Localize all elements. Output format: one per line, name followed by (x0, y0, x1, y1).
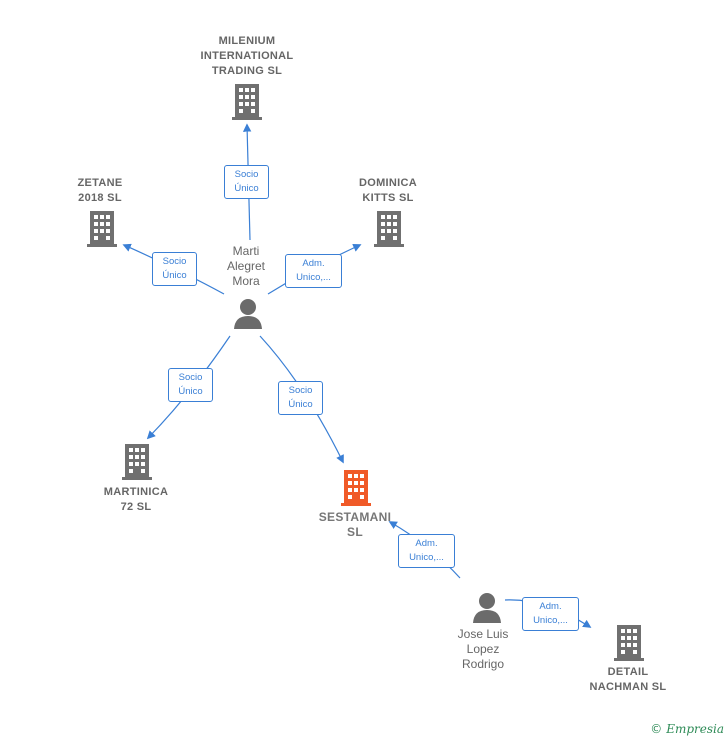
relation-text: Unico,... (533, 615, 568, 626)
person-name-line: Marti (232, 244, 260, 258)
company-label-sestamani[interactable]: SESTAMANI SL (306, 510, 404, 540)
person-name-line: Rodrigo (461, 657, 505, 671)
person-name-line: Alegret (226, 259, 266, 273)
company-name-line: NACHMAN SL (589, 681, 667, 693)
company-label-milenium[interactable]: MILENIUM INTERNATIONAL TRADING SL (195, 34, 299, 79)
relation-text: Socio (288, 385, 313, 396)
relation-label-sestamani-jose[interactable]: Adm. Unico,... (398, 534, 455, 568)
relation-text: Socio (234, 169, 259, 180)
relation-label-milenium[interactable]: Socio Único (224, 165, 269, 199)
person-icon (473, 593, 501, 623)
company-label-zetane[interactable]: ZETANE 2018 SL (60, 176, 140, 206)
company-name-line: MILENIUM (218, 35, 276, 47)
building-icon (341, 470, 371, 506)
company-name-line: SL (347, 525, 363, 539)
footer-brand[interactable]: ©Empresia (650, 722, 724, 736)
copyright-icon: © (650, 722, 663, 736)
relation-text: Unico,... (296, 272, 331, 283)
relation-label-sestamani-marti[interactable]: Socio Único (278, 381, 323, 415)
company-name-line: TRADING SL (211, 65, 283, 77)
company-name-line: MARTINICA (103, 486, 169, 498)
building-icon (232, 84, 262, 120)
company-name-line: ZETANE (77, 177, 123, 189)
relation-label-zetane[interactable]: Socio Único (152, 252, 197, 286)
person-name-line: Lopez (466, 642, 500, 656)
relation-text: Socio (162, 256, 187, 267)
company-name-line: 2018 SL (78, 192, 122, 204)
person-label-jose[interactable]: Jose Luis Lopez Rodrigo (446, 627, 520, 672)
relation-text: Único (178, 386, 203, 397)
relation-text: Unico,... (409, 552, 444, 563)
person-label-marti[interactable]: Marti Alegret Mora (214, 244, 278, 289)
person-name-line: Jose Luis (457, 627, 509, 641)
relation-text: Único (162, 270, 187, 281)
building-icon (374, 211, 404, 247)
company-label-detail[interactable]: DETAIL NACHMAN SL (582, 665, 674, 695)
relation-label-dominica[interactable]: Adm. Unico,... (285, 254, 342, 288)
person-name-line: Mora (232, 274, 260, 288)
building-icon (87, 211, 117, 247)
relation-text: Único (234, 183, 259, 194)
company-name-line: DETAIL (607, 666, 649, 678)
company-label-martinica[interactable]: MARTINICA 72 SL (94, 485, 178, 515)
relation-text: Adm. (415, 538, 438, 549)
person-icon (234, 299, 262, 329)
company-name-line: SESTAMANI (318, 510, 392, 524)
relation-text: Socio (178, 372, 203, 383)
relation-text: Adm. (302, 258, 325, 269)
brand-name: Empresia (666, 722, 724, 736)
company-name-line: DOMINICA (358, 177, 417, 189)
company-name-line: INTERNATIONAL (200, 50, 294, 62)
company-name-line: KITTS SL (362, 192, 414, 204)
relation-text: Adm. (539, 601, 562, 612)
building-icon (614, 625, 644, 661)
company-name-line: 72 SL (120, 501, 152, 513)
company-label-dominica[interactable]: DOMINICA KITTS SL (346, 176, 430, 206)
relation-label-detail[interactable]: Adm. Unico,... (522, 597, 579, 631)
relation-text: Único (288, 399, 313, 410)
relation-label-martinica[interactable]: Socio Único (168, 368, 213, 402)
building-icon (122, 444, 152, 480)
